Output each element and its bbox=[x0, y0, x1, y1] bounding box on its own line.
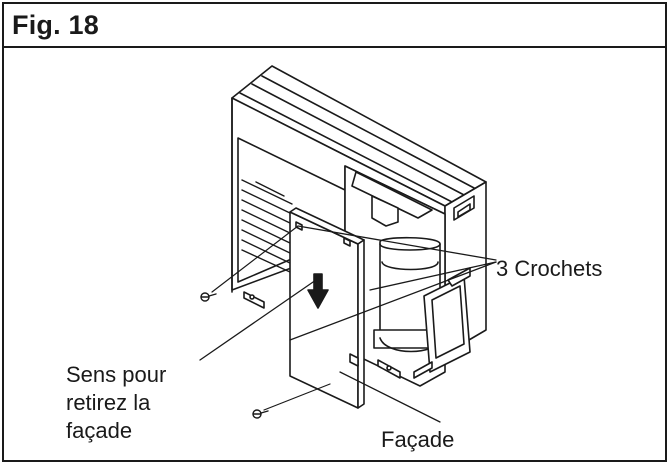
unit-top-ridge bbox=[261, 75, 477, 190]
hooks-leader bbox=[289, 261, 497, 341]
handle-slot-inner bbox=[457, 203, 471, 218]
removal-direction-line: retirez la bbox=[66, 390, 151, 415]
front-panel-edge bbox=[357, 239, 365, 409]
front-panel-notch bbox=[349, 353, 359, 367]
inner-bracket bbox=[371, 195, 399, 227]
facade-leader bbox=[339, 371, 441, 423]
foot-hole bbox=[386, 365, 392, 371]
figure-title: Fig. 18 bbox=[12, 10, 99, 40]
foot-hole bbox=[249, 294, 255, 300]
compressor-band bbox=[381, 261, 439, 271]
front-inner-top bbox=[351, 171, 433, 219]
base-foot bbox=[243, 291, 265, 309]
screw-leader bbox=[263, 383, 331, 411]
unit-top-ridge bbox=[251, 83, 467, 197]
removal-arrow bbox=[307, 273, 329, 309]
base-foot bbox=[413, 361, 433, 379]
title-bar: Fig. 18 bbox=[4, 4, 665, 48]
removal-direction-line: façade bbox=[66, 418, 133, 443]
removal-direction-line: Sens pour bbox=[66, 362, 167, 387]
hooks-callout: 3 Crochets bbox=[496, 256, 603, 281]
compressor-top bbox=[379, 243, 441, 251]
direction-leader bbox=[199, 279, 317, 361]
screw-leader bbox=[211, 225, 299, 293]
electrical-box-inner bbox=[431, 285, 465, 359]
unit-top-ridge bbox=[239, 92, 455, 204]
side-grille bbox=[241, 179, 293, 273]
front-panel-callout: Façade bbox=[381, 427, 455, 452]
removal-direction-callout: Sens pour retirez la façade bbox=[66, 361, 166, 445]
screw-lower bbox=[252, 409, 269, 419]
hooks-leader bbox=[297, 225, 497, 261]
hook bbox=[343, 237, 351, 247]
hooks-leader bbox=[369, 261, 497, 291]
electrical-box-tab bbox=[447, 267, 471, 287]
screw-upper bbox=[200, 292, 217, 302]
